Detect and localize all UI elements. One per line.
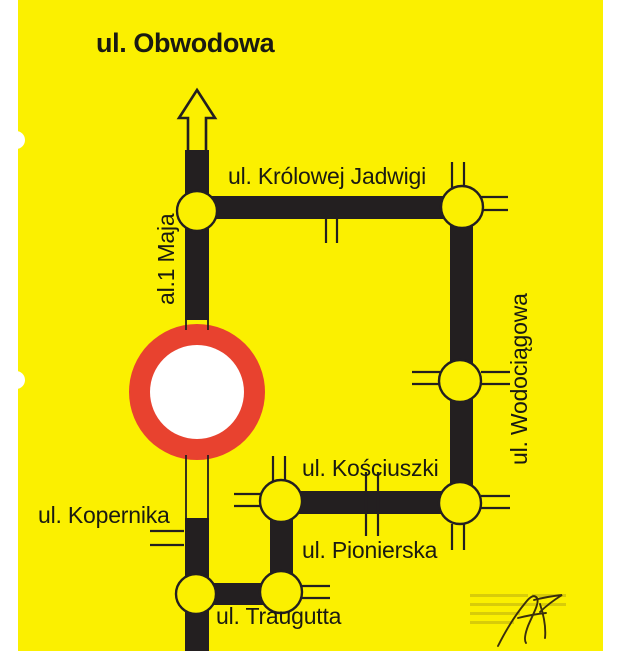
intersection-node-maja-traugutta [174,572,218,616]
street-label-al-1-maja: al.1 Maja [153,213,179,305]
signature-area [466,586,616,648]
intersection-node-wodociagowa-mid [437,358,483,404]
road-al-1-maja-mid [185,228,209,320]
road-outline-through-sign [185,318,209,522]
yellow-map-background [18,0,603,651]
intersection-node-kosciuszki-pionierska [258,478,304,524]
intersection-nodes [174,184,485,616]
road-krolowej-jadwigi [197,196,465,219]
street-label-krolowej-jadwigi: ul. Królowej Jadwigi [228,163,426,189]
street-label-traugutta: ul. Traugutta [216,603,342,629]
intersection-node-pionierska-traugutta [258,569,304,615]
street-label-kopernika: ul. Kopernika [38,502,170,528]
street-label-wodociagowa: ul. Wodociągowa [506,293,532,465]
minor-side-streets [150,162,510,600]
street-label-kosciuszki: ul. Kościuszki [302,455,439,481]
north-arrow-icon [176,87,218,174]
stamp-text-faint [470,594,566,624]
road-wodociagowa-lower [450,378,473,506]
punch-hole-bottom [7,371,25,389]
road-wodociagowa-upper [450,207,473,385]
intersection-node-jadwigi-wodociagowa [439,184,485,230]
handwritten-signature [497,594,563,647]
punch-hole-top [7,131,25,149]
no-traffic-sign [129,324,265,460]
street-label-pionierska: ul. Pionierska [302,537,438,563]
page-title: ul. Obwodowa [96,28,275,58]
intersection-node-wodociagowa-kosciuszki [437,480,483,526]
intersection-node-maja-jadwigi [175,189,219,233]
road-kosciuszki [281,491,463,514]
